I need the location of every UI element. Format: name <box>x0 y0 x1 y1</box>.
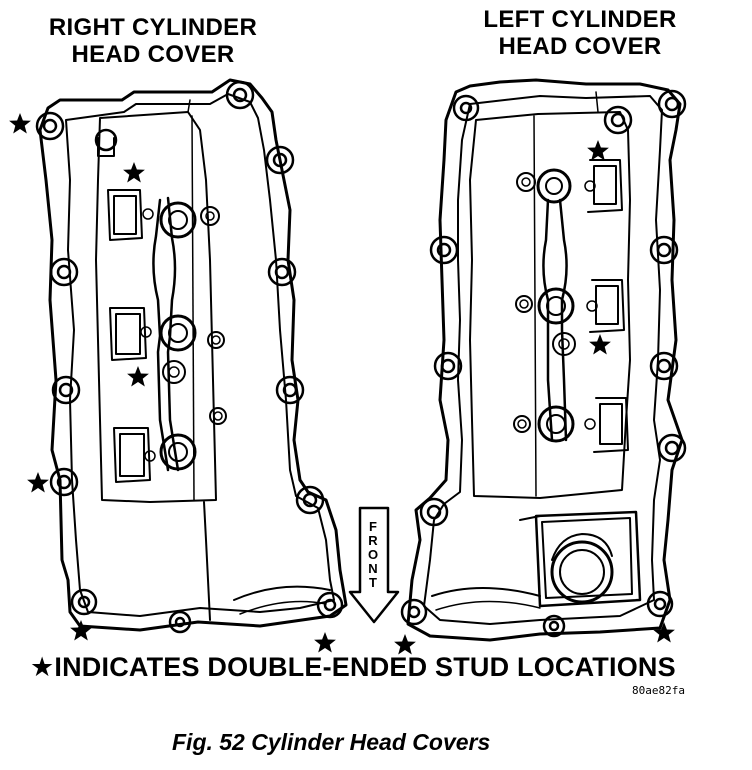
left-cylinder-head-cover <box>400 78 687 642</box>
stud-star-icon <box>70 620 92 641</box>
legend-text: INDICATES DOUBLE-ENDED STUD LOCATIONS <box>54 652 676 682</box>
stud-star-icon <box>587 140 609 161</box>
stud-location-stars <box>9 113 675 655</box>
stud-star-icon <box>589 334 611 355</box>
figure-code: 80ae82fa <box>632 684 685 697</box>
legend: ★INDICATES DOUBLE-ENDED STUD LOCATIONS <box>30 652 676 683</box>
stud-star-icon <box>394 634 416 655</box>
right-cylinder-head-cover <box>35 78 348 634</box>
star-icon: ★ <box>30 652 55 682</box>
stud-star-icon <box>27 472 49 493</box>
front-letter: O <box>367 547 379 562</box>
down-arrow-icon <box>348 506 400 624</box>
front-letter: T <box>369 575 377 590</box>
front-letter: N <box>368 561 378 576</box>
right-cover-title: RIGHT CYLINDER HEAD COVER <box>48 14 258 68</box>
left-cover-title: LEFT CYLINDER HEAD COVER <box>483 6 677 60</box>
figure-caption: Fig. 52 Cylinder Head Covers <box>172 729 491 755</box>
stud-star-icon <box>9 113 31 134</box>
stud-star-icon <box>314 632 336 653</box>
stud-star-icon <box>127 366 149 387</box>
stud-star-icon <box>123 162 145 183</box>
stud-star-icon <box>653 622 675 643</box>
front-letter: F <box>369 519 377 534</box>
front-letter: R <box>368 533 378 548</box>
